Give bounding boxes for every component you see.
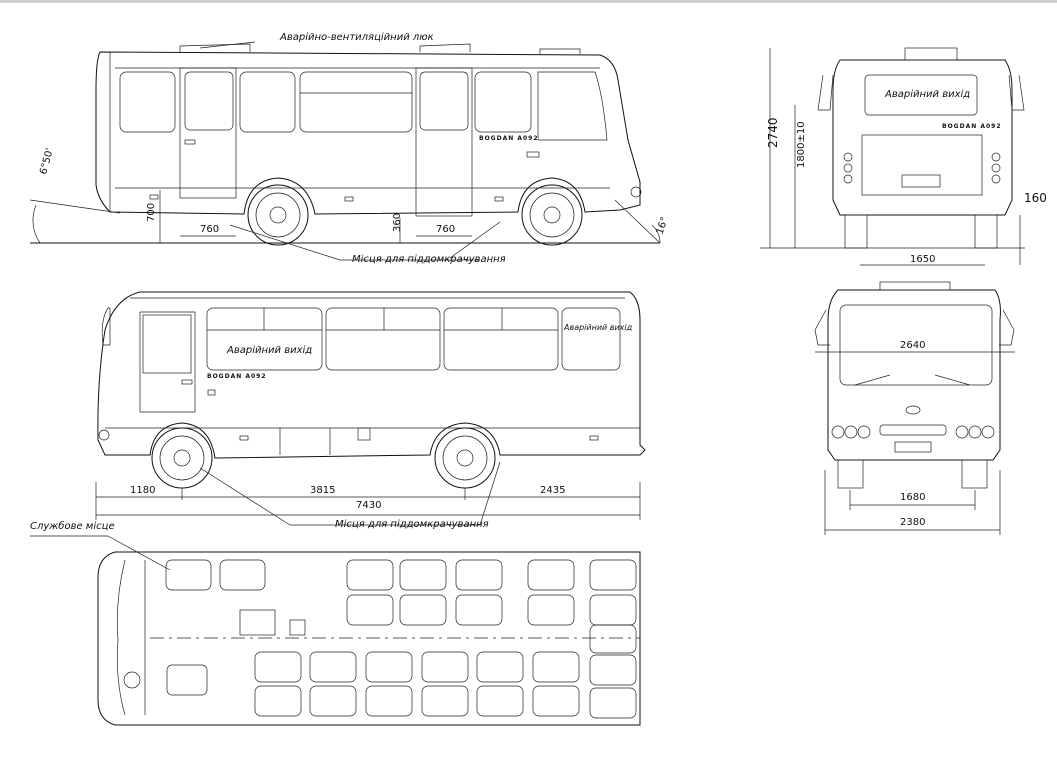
dim-departure-angle: 16° — [654, 216, 670, 236]
dim-rear-height: 1800±10 — [796, 121, 807, 168]
front-view: 2640 1680 2380 — [814, 281, 1015, 535]
service-seat-label: Службове місце — [30, 520, 115, 532]
dim-ground-clearance-rear: 160 — [1024, 191, 1047, 205]
dim-front-track: 1680 — [900, 492, 925, 503]
dim-approach-angle: 6°50' — [38, 147, 56, 176]
floor-plan: Службове місце — [30, 520, 641, 726]
emergency-exit-rear-label: Аварійний вихід — [884, 88, 970, 100]
emergency-exit-side-small-label: Аварійний вихід — [563, 323, 633, 332]
dim-overall-width: 2380 — [900, 517, 925, 528]
dim-wheelbase: 3815 — [310, 485, 335, 496]
dim-overall-height: 2740 — [766, 117, 780, 148]
dim-front-overhang: 1180 — [130, 485, 155, 496]
rear-logo: BOGDAN A092 — [942, 123, 1002, 130]
side-logo-left: BOGDAN A092 — [207, 373, 267, 380]
rear-view: Аварійний вихід BOGDAN A092 2740 1800±10… — [760, 47, 1047, 266]
jack-points-label-bottom: Місця для піддомкрачування — [335, 518, 489, 530]
side-view-right: BOGDAN A092 Аварійно-вентиляційний люк 7… — [29, 31, 671, 265]
dim-rear-overhang: 2435 — [540, 485, 565, 496]
side-logo-right: BOGDAN A092 — [479, 135, 539, 142]
jack-points-label-side: Місця для піддомкрачування — [352, 253, 506, 265]
dim-overall-length: 7430 — [356, 500, 381, 511]
side-view-left: Аварійний вихід Аварійний вихід BOGDAN A… — [95, 291, 646, 530]
top-strip — [0, 0, 1057, 3]
dim-door-width-middle: 760 — [436, 224, 455, 235]
dim-step-height: 360 — [392, 213, 403, 232]
dim-ground-clearance-front: 700 — [146, 203, 157, 222]
dim-rear-track: 1650 — [910, 254, 935, 265]
emergency-exit-side-label: Аварійний вихід — [226, 344, 312, 356]
dim-mirror-width: 2640 — [900, 340, 925, 351]
vent-hatch-label: Аварійно-вентиляційний люк — [279, 31, 434, 43]
dim-door-width-front: 760 — [200, 224, 219, 235]
